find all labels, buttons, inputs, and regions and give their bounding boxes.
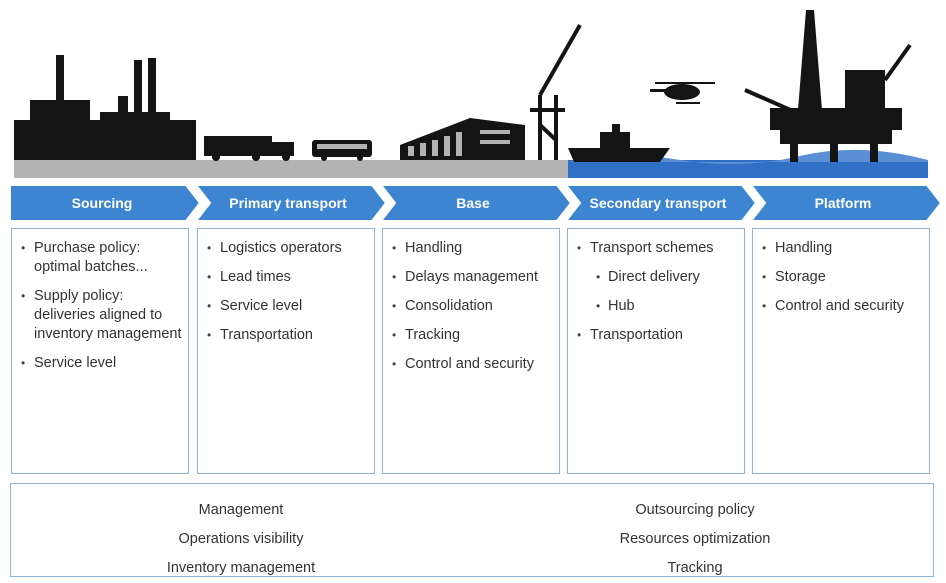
list-item: Transportation xyxy=(206,326,368,345)
warehouse-icon xyxy=(400,118,525,160)
cross-item: Operations visibility xyxy=(178,531,304,547)
list-item: Consolidation xyxy=(391,297,553,316)
chevron-label: Primary transport xyxy=(229,195,347,211)
bus-icon xyxy=(312,140,372,161)
cross-functional-left: Management Operations visibility Invento… xyxy=(41,496,441,583)
cross-functional-box: Management Operations visibility Invento… xyxy=(10,483,934,577)
ground-strip xyxy=(14,160,570,178)
ship-icon xyxy=(568,124,670,162)
list-item: Delays management xyxy=(391,268,553,287)
chevron-label: Base xyxy=(456,195,490,211)
cross-item: Tracking xyxy=(667,560,723,576)
chevron-platform: Platform xyxy=(751,185,941,223)
chevron-label: Secondary transport xyxy=(589,195,727,211)
list-item: Transportation xyxy=(576,326,738,345)
list-item: Lead times xyxy=(206,268,368,287)
cross-item: Inventory management xyxy=(166,560,316,576)
chevron-shape xyxy=(566,185,756,222)
list-item: Logistics operators xyxy=(206,239,368,258)
list-item: Service level xyxy=(206,297,368,316)
cross-functional-right: Outsourcing policy Resources optimizatio… xyxy=(495,496,895,583)
chevron-secondary-transport: Secondary transport xyxy=(566,185,756,223)
crane-icon xyxy=(530,24,582,160)
list-item: Direct delivery xyxy=(576,268,738,287)
chevron-shape xyxy=(10,185,200,222)
chevron-label: Sourcing xyxy=(71,195,133,211)
chevron-label: Platform xyxy=(814,195,872,211)
column-secondary-transport: Transport schemesDirect deliveryHubTrans… xyxy=(567,228,745,474)
truck-icon xyxy=(204,136,294,161)
list-item: Supply policy: deliveries aligned to inv… xyxy=(20,287,182,344)
list-item: Control and security xyxy=(391,355,553,374)
list-item: Handling xyxy=(761,239,923,258)
sea-strip xyxy=(568,160,928,178)
bullet-list: Purchase policy: optimal batches... Suppl… xyxy=(12,229,188,373)
cross-item: Management xyxy=(198,502,284,518)
chevron-base: Base xyxy=(381,185,571,223)
list-item: Control and security xyxy=(761,297,923,316)
cross-item: Resources optimization xyxy=(619,531,771,547)
helicopter-icon xyxy=(650,82,715,104)
cross-item: Outsourcing policy xyxy=(635,502,755,518)
oil-platform-icon xyxy=(744,10,912,162)
chevron-shape xyxy=(196,185,386,222)
chevron-shape xyxy=(751,185,941,222)
bullet-list: Logistics operatorsLead timesService lev… xyxy=(198,229,374,345)
list-item: Hub xyxy=(576,297,738,316)
chevron-sourcing: Sourcing xyxy=(10,185,200,223)
supply-chain-scene xyxy=(14,10,928,178)
list-item: Purchase policy: optimal batches... xyxy=(20,239,182,277)
bullet-list: HandlingStorageControl and security xyxy=(753,229,929,316)
column-platform: HandlingStorageControl and security xyxy=(752,228,930,474)
column-sourcing: Purchase policy: optimal batches... Suppl… xyxy=(11,228,189,474)
factory-icon xyxy=(14,55,196,160)
bullet-list: Transport schemesDirect deliveryHubTrans… xyxy=(568,229,744,345)
list-item: Handling xyxy=(391,239,553,258)
list-item: Transport schemes xyxy=(576,239,738,258)
list-item: Service level xyxy=(20,354,182,373)
chevron-primary-transport: Primary transport xyxy=(196,185,386,223)
list-item: Storage xyxy=(761,268,923,287)
chevron-shape xyxy=(381,185,571,222)
column-primary-transport: Logistics operatorsLead timesService lev… xyxy=(197,228,375,474)
bullet-list: HandlingDelays managementConsolidationTr… xyxy=(383,229,559,374)
column-base: HandlingDelays managementConsolidationTr… xyxy=(382,228,560,474)
list-item: Tracking xyxy=(391,326,553,345)
